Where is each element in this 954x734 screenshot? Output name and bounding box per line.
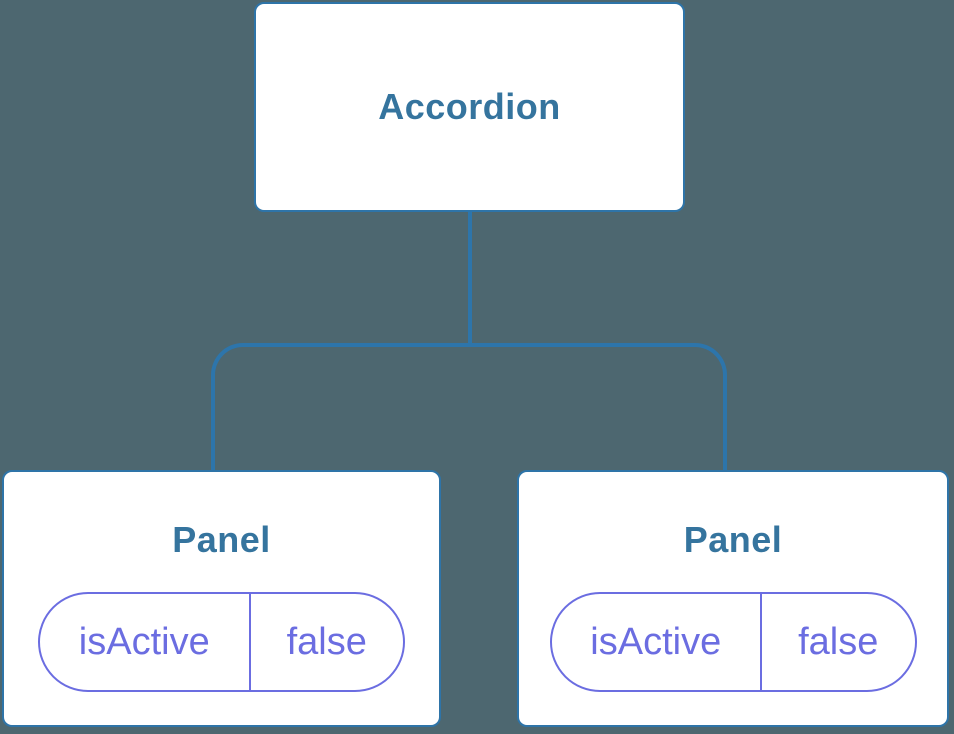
state-key: isActive	[552, 594, 763, 690]
panel-node-label: Panel	[683, 519, 783, 560]
panel-node-label: Panel	[172, 519, 271, 560]
state-pill: isActive false	[38, 592, 405, 692]
state-value: false	[286, 620, 367, 663]
connector-bracket	[211, 343, 727, 471]
connector-stem	[467, 210, 472, 347]
panel-node-right: Panel isActive false	[517, 470, 949, 727]
accordion-node-label: Accordion	[378, 86, 561, 127]
state-value: false	[798, 620, 879, 663]
state-pill: isActive false	[549, 592, 917, 692]
panel-node-left: Panel isActive false	[2, 470, 441, 727]
accordion-node: Accordion	[254, 2, 685, 212]
state-key: isActive	[40, 594, 251, 690]
